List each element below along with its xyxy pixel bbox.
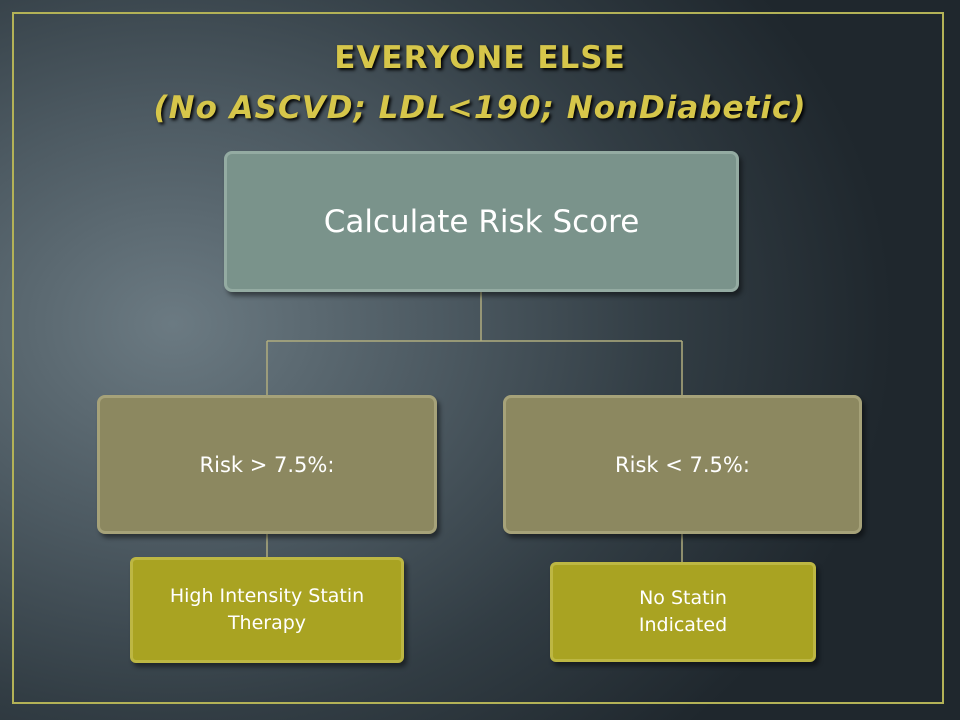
- slide-title: EVERYONE ELSE: [334, 40, 626, 76]
- calculate-risk-score-label: Calculate Risk Score: [323, 203, 640, 240]
- risk-high-label: Risk > 7.5%:: [199, 452, 335, 477]
- slide-subtitle: (No ASCVD; LDL<190; NonDiabetic): [153, 90, 807, 126]
- no-statin-box: No Statin Indicated: [550, 562, 816, 662]
- no-statin-label: No Statin Indicated: [638, 587, 728, 636]
- high-intensity-statin-label: High Intensity Statin Therapy: [169, 585, 365, 634]
- risk-high-box: Risk > 7.5%:: [97, 395, 437, 534]
- slide-frame: [12, 12, 944, 704]
- high-intensity-statin-box: High Intensity Statin Therapy: [130, 557, 404, 663]
- risk-low-box: Risk < 7.5%:: [503, 395, 862, 534]
- calculate-risk-score-box: Calculate Risk Score: [224, 151, 739, 292]
- risk-low-label: Risk < 7.5%:: [615, 452, 750, 477]
